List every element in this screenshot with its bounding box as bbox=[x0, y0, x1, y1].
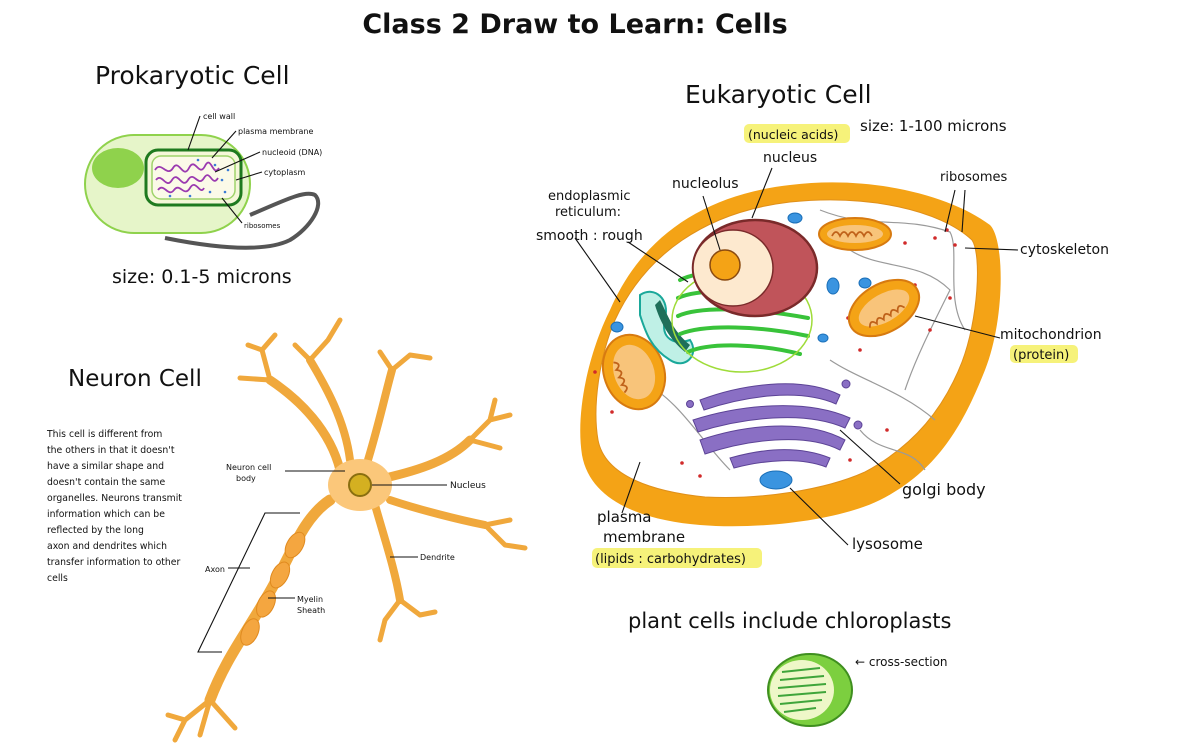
eukaryote-vesicles bbox=[610, 212, 872, 343]
neuron-note-line: have a similar shape and bbox=[47, 461, 164, 472]
euk-label-plasma-line: membrane bbox=[603, 528, 685, 546]
prokaryote-size: size: 0.1-5 microns bbox=[112, 266, 292, 288]
prokaryote-group: Prokaryotic Cell cell wall plasma membra… bbox=[84, 61, 322, 288]
neuron-group: Neuron Cell This cell is different from … bbox=[46, 317, 528, 743]
euk-label-ribosomes: ribosomes bbox=[940, 170, 1008, 185]
prokaryote-green-blob bbox=[92, 148, 144, 188]
euk-label-plasma-line: plasma bbox=[597, 508, 652, 526]
neuron-note-line: the others in that it doesn't bbox=[47, 445, 175, 456]
pro-label-cell-wall: cell wall bbox=[203, 112, 235, 121]
pro-label-plasma-membrane: plasma membrane bbox=[238, 127, 313, 136]
euk-label-er-line: endoplasmic bbox=[548, 189, 630, 204]
neuron-note-line: organelles. Neurons transmit bbox=[47, 493, 182, 504]
neuron-nucleus bbox=[348, 473, 372, 497]
euk-label-protein: (protein) bbox=[1013, 348, 1069, 363]
eukaryote-golgi-body bbox=[686, 379, 863, 469]
eukaryote-title: Eukaryotic Cell bbox=[685, 80, 872, 109]
prokaryote-flagellum bbox=[164, 191, 321, 250]
eukaryote-lysosome bbox=[759, 470, 793, 490]
neuron-note-line: transfer information to other bbox=[47, 557, 181, 568]
neuron-label-cell-body-line: Neuron cell bbox=[226, 463, 271, 472]
neuron-label-cell-body: Neuron cell body bbox=[226, 463, 274, 483]
euk-label-er: endoplasmic reticulum: bbox=[548, 189, 635, 220]
euk-label-cytoskeleton: cytoskeleton bbox=[1020, 242, 1109, 258]
pro-label-cytoplasm: cytoplasm bbox=[264, 168, 306, 177]
prokaryote-ribosome-dots bbox=[168, 158, 230, 198]
neuron-note-line: information which can be bbox=[47, 509, 165, 520]
neuron-label-cell-body-line: body bbox=[236, 474, 256, 483]
neuron-label-nucleus: Nucleus bbox=[450, 481, 486, 491]
pro-label-ribosomes: ribosomes bbox=[244, 222, 281, 230]
euk-label-mitochondrion: mitochondrion bbox=[1000, 327, 1102, 343]
euk-label-plasma-membrane: plasma membrane bbox=[597, 508, 685, 546]
neuron-drawing bbox=[165, 317, 528, 743]
neuron-note-line: axon and dendrites which bbox=[47, 541, 167, 552]
neuron-label-myelin-line: Sheath bbox=[297, 606, 325, 615]
euk-label-lysosome: lysosome bbox=[852, 535, 923, 553]
nucleic-acids-highlight bbox=[744, 124, 850, 143]
euk-label-nucleolus: nucleolus bbox=[672, 176, 739, 192]
neuron-label-dendrite: Dendrite bbox=[420, 553, 455, 562]
euk-label-golgi: golgi body bbox=[902, 480, 986, 499]
prokaryote-nucleoid bbox=[154, 161, 220, 194]
eukaryote-mitochondria bbox=[601, 217, 921, 411]
pro-label-nucleoid: nucleoid (DNA) bbox=[262, 148, 322, 157]
neuron-label-axon: Axon bbox=[205, 565, 225, 574]
chloroplast-thylakoids bbox=[777, 667, 827, 713]
neuron-label-myelin-line: Myelin bbox=[297, 595, 323, 604]
eukaryote-nucleic-acids: (nucleic acids) bbox=[748, 127, 838, 142]
eukaryote-nucleolus bbox=[709, 249, 741, 281]
euk-label-lipids: (lipids : carbohydrates) bbox=[595, 552, 746, 567]
neuron-note-line: cells bbox=[47, 573, 68, 584]
neuron-title: Neuron Cell bbox=[68, 366, 202, 392]
protein-highlight bbox=[1010, 345, 1078, 363]
euk-label-nucleus: nucleus bbox=[763, 150, 817, 166]
prokaryote-title: Prokaryotic Cell bbox=[95, 61, 290, 90]
lipids-highlight bbox=[592, 548, 762, 568]
neuron-note-line: This cell is different from bbox=[46, 429, 162, 440]
plant-group: plant cells include chloroplasts ← cross… bbox=[628, 609, 951, 727]
neuron-label-myelin: Myelin Sheath bbox=[297, 595, 326, 615]
neuron-note-line: doesn't contain the same bbox=[47, 477, 165, 488]
neuron-note-line: reflected by the long bbox=[47, 525, 144, 536]
plant-note: plant cells include chloroplasts bbox=[628, 609, 951, 633]
neuron-note: This cell is different from the others i… bbox=[46, 429, 185, 584]
euk-label-er-line: reticulum: bbox=[555, 205, 621, 220]
page-title: Class 2 Draw to Learn: Cells bbox=[362, 9, 787, 40]
plant-cross-section: ← cross-section bbox=[855, 655, 948, 669]
eukaryote-group: Eukaryotic Cell (nucleic acids) size: 1-… bbox=[536, 80, 1109, 568]
euk-label-smooth-rough: smooth : rough bbox=[536, 228, 643, 244]
eukaryote-size: size: 1-100 microns bbox=[860, 117, 1007, 135]
chloroplast-inner bbox=[770, 660, 834, 720]
